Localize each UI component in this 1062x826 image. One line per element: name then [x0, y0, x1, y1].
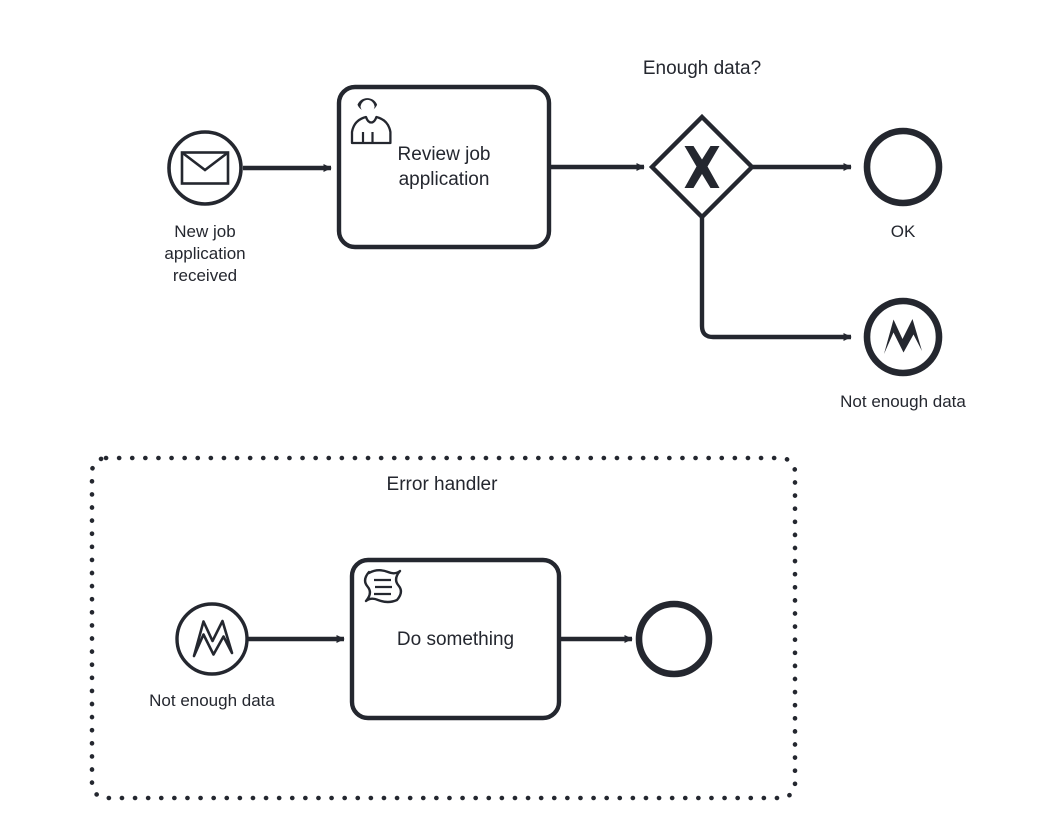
- error-bolt-icon: [192, 619, 234, 658]
- user-task-label: Review job application: [397, 144, 491, 190]
- error-handler-group-border: [89, 455, 798, 801]
- end-event-ok-shape[interactable]: [863, 127, 943, 207]
- subprocess-end-event-shape[interactable]: [635, 600, 713, 678]
- sequence-flow-gateway-to-error: [699, 218, 852, 342]
- error-end-event-shape[interactable]: [863, 297, 943, 377]
- user-icon: [350, 98, 392, 145]
- error-handler-group-title: Error handler: [386, 474, 498, 495]
- error-bolt-icon: [884, 319, 922, 354]
- user-task-shape[interactable]: [336, 84, 552, 250]
- error-start-event-shape[interactable]: [175, 602, 249, 676]
- script-task-shape[interactable]: [349, 557, 562, 721]
- exclusive-gateway-shape[interactable]: [648, 113, 756, 221]
- script-icon: [363, 569, 403, 604]
- envelope-icon: [180, 151, 230, 185]
- x-icon: [684, 146, 720, 188]
- script-task-label: Do something: [396, 628, 515, 650]
- message-start-event-shape[interactable]: [167, 130, 243, 206]
